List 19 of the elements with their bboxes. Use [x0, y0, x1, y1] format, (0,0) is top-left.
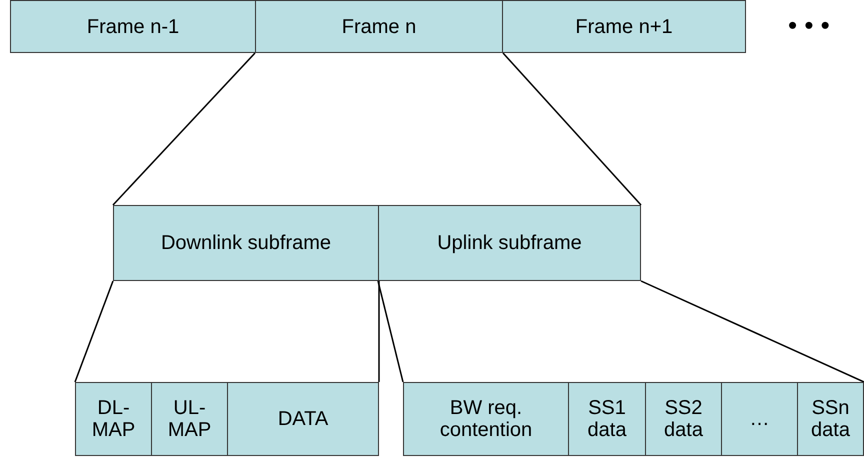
expansion-line — [377, 280, 404, 382]
expansion-line — [112, 52, 256, 206]
field-box: SSn data — [797, 382, 864, 456]
field-box: SS2 data — [645, 382, 722, 456]
field-box: SS1 data — [568, 382, 646, 456]
expansion-line — [502, 52, 642, 206]
expansion-line — [378, 281, 380, 382]
continuation-dots: • • • — [788, 10, 830, 41]
frame-box: Frame n-1 — [10, 0, 256, 53]
frame-box: Frame n — [255, 0, 503, 53]
expansion-line — [74, 280, 114, 382]
subframe-box: Downlink subframe — [113, 205, 379, 281]
frame-box: Frame n+1 — [502, 0, 746, 53]
field-box: BW req. contention — [403, 382, 569, 456]
field-box: … — [721, 382, 798, 456]
field-box: DL- MAP — [75, 382, 152, 456]
field-box: DATA — [227, 382, 379, 456]
field-box: UL- MAP — [151, 382, 228, 456]
subframe-box: Uplink subframe — [378, 205, 641, 281]
